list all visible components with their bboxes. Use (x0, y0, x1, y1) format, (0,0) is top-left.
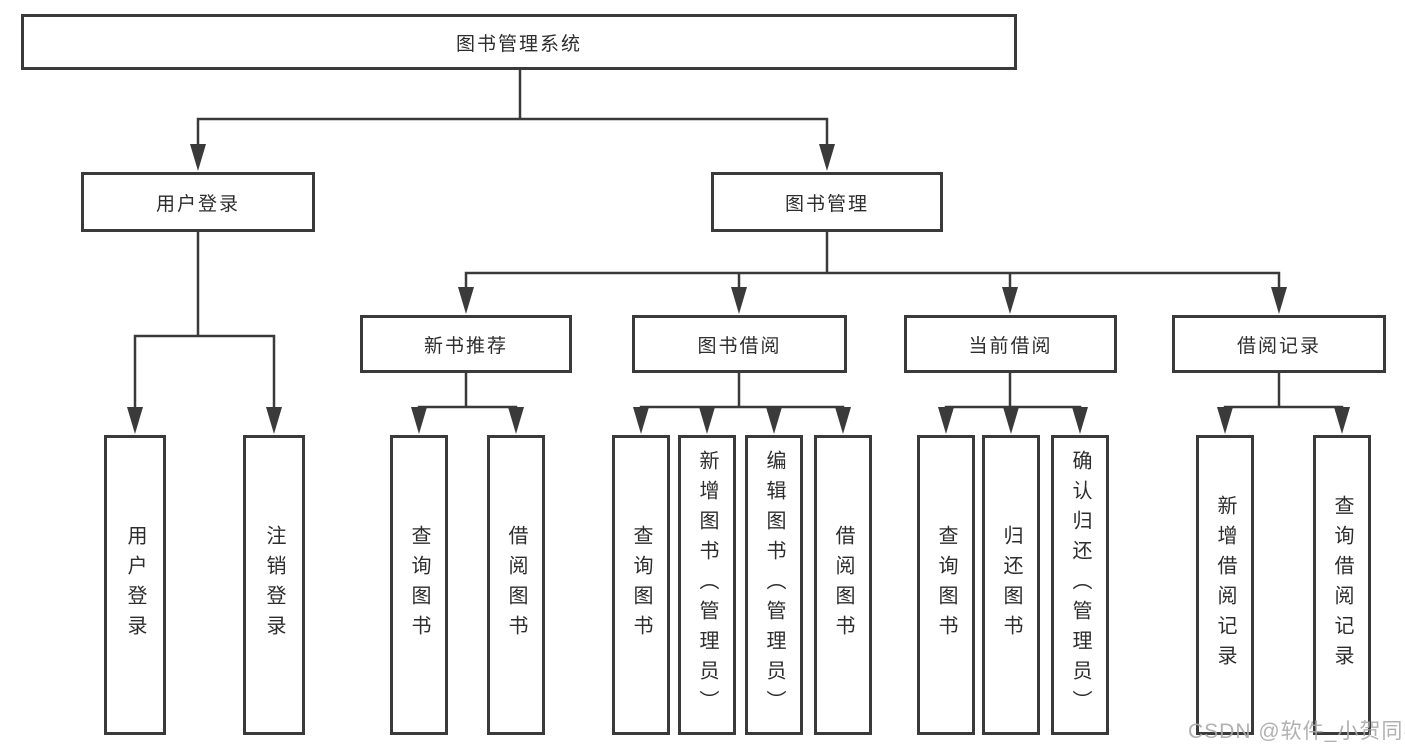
leaf-logout-label: 注销登录 (263, 525, 285, 645)
leaf-add-borrow-record-label: 新增借阅记录 (1214, 495, 1236, 675)
leaf-add-book-admin: 新增图书（管理员） (678, 435, 736, 735)
leaf-return-book: 归还图书 (982, 435, 1040, 735)
leaf-confirm-return-admin: 确认归还（管理员） (1051, 435, 1109, 735)
leaf-query-borrow-record-label: 查询借阅记录 (1331, 495, 1353, 675)
leaf-borrow-books-recommend-label: 借阅图书 (505, 525, 527, 645)
leaf-user-login: 用户登录 (104, 435, 166, 735)
leaf-borrow-books: 借阅图书 (814, 435, 872, 735)
watermark: CSDN @软件_小贺同学 (1188, 720, 1405, 743)
node-book-management: 图书管理 (711, 172, 943, 232)
leaf-query-books-recommend-label: 查询图书 (408, 525, 430, 645)
leaf-confirm-return-admin-label: 确认归还（管理员） (1069, 450, 1091, 720)
leaf-borrow-books-label: 借阅图书 (832, 525, 854, 645)
leaf-query-books-borrow-label: 查询图书 (630, 525, 652, 645)
leaf-borrow-books-recommend: 借阅图书 (487, 435, 545, 735)
leaf-query-borrow-record: 查询借阅记录 (1313, 435, 1371, 735)
node-borrow-records: 借阅记录 (1172, 315, 1386, 373)
node-book-borrow: 图书借阅 (632, 315, 847, 373)
leaf-add-book-admin-label: 新增图书（管理员） (696, 450, 718, 720)
leaf-edit-book-admin: 编辑图书（管理员） (745, 435, 803, 735)
leaf-return-book-label: 归还图书 (1000, 525, 1022, 645)
node-user-login: 用户登录 (81, 172, 315, 232)
leaf-edit-book-admin-label: 编辑图书（管理员） (763, 450, 785, 720)
node-root: 图书管理系统 (21, 14, 1017, 70)
leaf-logout: 注销登录 (243, 435, 305, 735)
node-current-borrow: 当前借阅 (904, 315, 1117, 373)
leaf-query-books-current-label: 查询图书 (935, 525, 957, 645)
leaf-user-login-label: 用户登录 (124, 525, 146, 645)
leaf-query-books-borrow: 查询图书 (612, 435, 670, 735)
leaf-query-books-recommend: 查询图书 (390, 435, 448, 735)
node-new-book-recommend: 新书推荐 (360, 315, 572, 373)
leaf-query-books-current: 查询图书 (917, 435, 975, 735)
leaf-add-borrow-record: 新增借阅记录 (1196, 435, 1254, 735)
